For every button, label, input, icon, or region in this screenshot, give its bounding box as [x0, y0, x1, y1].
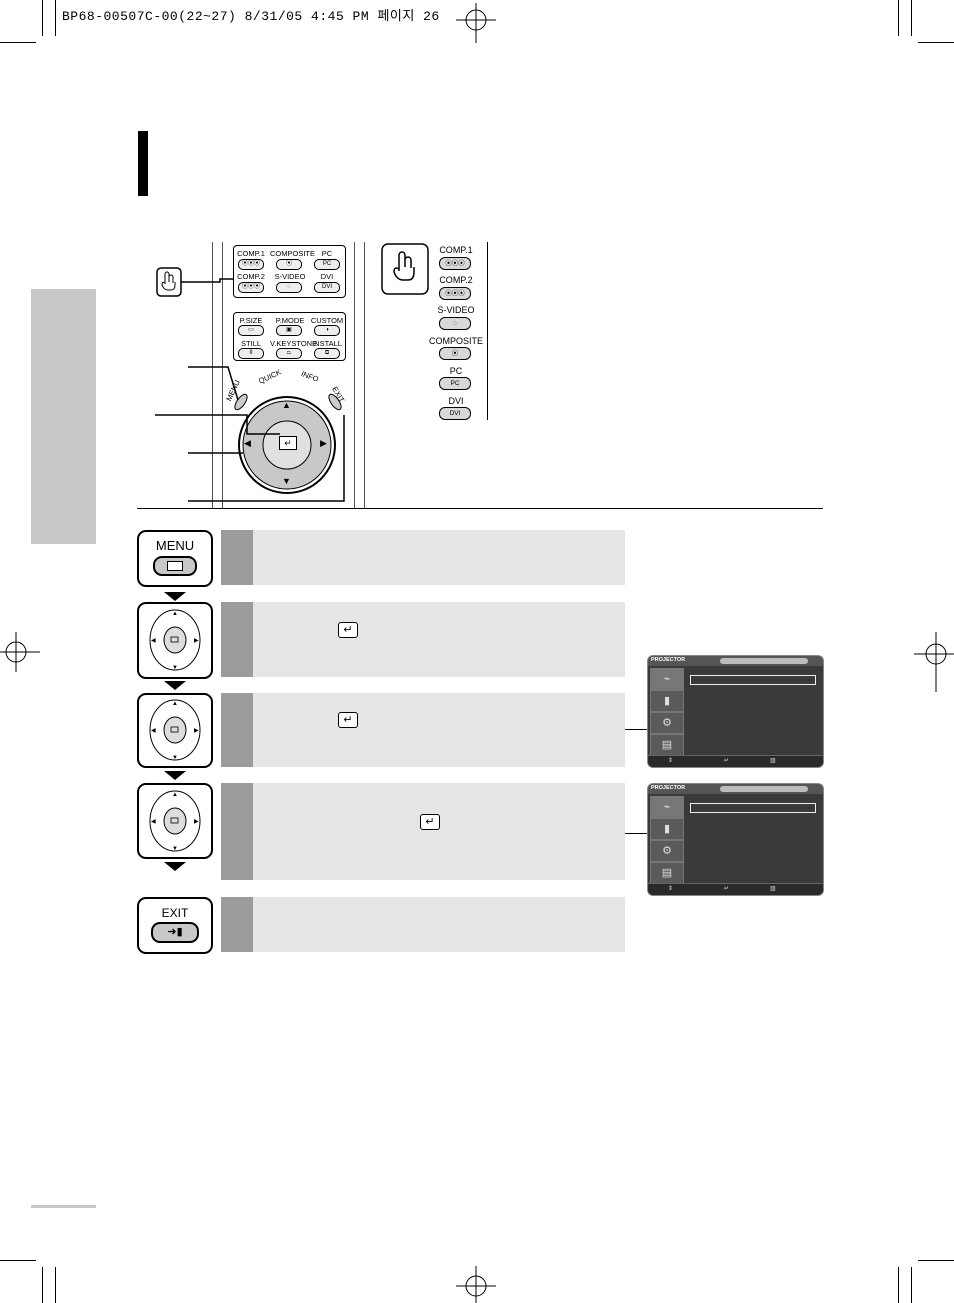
- exit-button[interactable]: EXIT ➜▮: [137, 897, 213, 954]
- registration-mark-icon: [914, 632, 954, 692]
- registration-mark-icon: [456, 1266, 496, 1303]
- osd-selection-box: [690, 675, 816, 685]
- svg-text:▼: ▼: [172, 755, 178, 761]
- remote-enter-button[interactable]: ↵: [279, 436, 297, 450]
- osd-connector: [625, 833, 647, 834]
- callout-lines: [155, 267, 345, 502]
- svg-text:◀: ◀: [151, 728, 156, 734]
- remote-up-button[interactable]: ▲: [282, 400, 291, 410]
- navigation-pad-icon: ▲ ▼ ◀ ▶: [149, 790, 201, 852]
- step-number-band: [221, 897, 253, 952]
- osd-connector: [625, 729, 647, 730]
- bottom-rule: [31, 1205, 96, 1208]
- step-body: [253, 783, 625, 880]
- next-step-arrow-icon: [164, 681, 186, 690]
- svg-text:▼: ▼: [172, 665, 178, 671]
- registration-mark-icon: [0, 632, 40, 672]
- svg-text:▲: ▲: [172, 701, 178, 707]
- input-menu-icon: ⌁: [650, 796, 684, 818]
- nav-pad-button[interactable]: ▲ ▼ ◀ ▶: [137, 693, 213, 768]
- osd-footer: ⇕ ↵ ▥: [648, 755, 823, 767]
- picture-menu-icon: ▮: [650, 818, 684, 840]
- enter-key-icon: ↵: [420, 814, 440, 830]
- remote-right-button[interactable]: ▶: [320, 438, 327, 448]
- registration-mark-icon: [456, 3, 496, 43]
- source-button-panel: [233, 245, 346, 298]
- osd-selection-box: [690, 803, 816, 813]
- remote-down-button[interactable]: ▼: [282, 476, 291, 486]
- option-menu-icon: ▤: [650, 862, 684, 884]
- title-bar: [138, 131, 148, 196]
- exit-door-icon: ➜▮: [151, 922, 199, 943]
- step-number-band: [221, 530, 253, 585]
- osd-screen-1: PROJECTOR ⌁ ▮ ⚙ ▤ ⇕ ↵ ▥: [647, 655, 824, 768]
- input-menu-icon: ⌁: [650, 668, 684, 690]
- step-body: [253, 530, 625, 585]
- next-step-arrow-icon: [164, 771, 186, 780]
- osd-screen-2: PROJECTOR ⌁ ▮ ⚙ ▤ ⇕ ↵ ▥: [647, 783, 824, 896]
- svg-text:▲: ▲: [172, 792, 178, 798]
- side-tab: [31, 289, 96, 544]
- picture-menu-icon: ▮: [650, 690, 684, 712]
- step-number-band: [221, 783, 253, 880]
- step-body: [253, 602, 625, 677]
- navigation-pad-icon: ▲ ▼ ◀ ▶: [149, 699, 201, 761]
- enter-key-icon: ↵: [338, 712, 358, 728]
- step-body: [253, 897, 625, 952]
- step-number-band: [221, 602, 253, 677]
- svg-text:▲: ▲: [172, 611, 178, 617]
- setup-menu-icon: ⚙: [650, 840, 684, 862]
- section-divider: [137, 508, 823, 509]
- function-button-panel: [233, 312, 346, 361]
- menu-button[interactable]: MENU: [137, 530, 213, 587]
- svg-text:◀: ◀: [151, 638, 156, 644]
- svg-text:▶: ▶: [194, 728, 199, 734]
- svg-text:▶: ▶: [194, 638, 199, 644]
- next-step-arrow-icon: [164, 862, 186, 871]
- nav-pad-button[interactable]: ▲ ▼ ◀ ▶: [137, 783, 213, 859]
- option-menu-icon: ▤: [650, 734, 684, 756]
- enter-key-icon: ↵: [338, 622, 358, 638]
- next-step-arrow-icon: [164, 592, 186, 601]
- nav-pad-button[interactable]: ▲ ▼ ◀ ▶: [137, 602, 213, 679]
- hand-press-icon: [381, 243, 429, 295]
- navigation-pad-icon: ▲ ▼ ◀ ▶: [149, 609, 201, 671]
- setup-menu-icon: ⚙: [650, 712, 684, 734]
- print-header: BP68-00507C-00(22~27) 8/31/05 4:45 PM 페이…: [62, 9, 440, 24]
- step-number-band: [221, 693, 253, 767]
- step-body: [253, 693, 625, 767]
- svg-text:▶: ▶: [194, 819, 199, 825]
- remote-left-button[interactable]: ◀: [244, 438, 251, 448]
- osd-footer: ⇕ ↵ ▥: [648, 883, 823, 895]
- svg-text:▼: ▼: [172, 846, 178, 852]
- svg-text:◀: ◀: [151, 819, 156, 825]
